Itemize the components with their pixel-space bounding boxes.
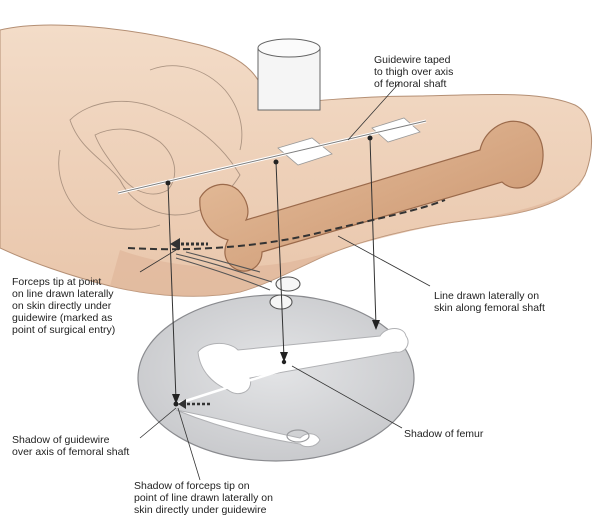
forceps [175, 251, 301, 310]
leader-lines [139, 81, 431, 481]
label-shadow-guidewire: Shadow of guidewire over axis of femoral… [12, 434, 129, 458]
forceps-shadow [175, 409, 321, 448]
label-shadow-femur: Shadow of femur [404, 428, 483, 440]
label-shadow-forceps: Shadow of forceps tip on point of line d… [134, 480, 273, 516]
label-line: guidewire (marked as [12, 312, 113, 324]
projection-lines [167, 137, 377, 401]
label-line: point of surgical entry) [12, 324, 116, 336]
skin-line-dashed [127, 199, 446, 251]
label-line: Shadow of guidewire [12, 434, 110, 446]
xray-source [257, 38, 321, 111]
label-line: on line drawn laterally [12, 288, 114, 300]
label-line: over axis of femoral shaft [12, 446, 130, 458]
proj-arrow-2 [280, 352, 288, 362]
proj-arrow-3 [372, 320, 380, 330]
label-line-drawn: Line drawn laterally on skin along femor… [434, 290, 545, 314]
skin-shading [110, 175, 585, 297]
label-line: to thigh over axis [374, 66, 454, 78]
forceps-shadow-ring [286, 429, 310, 443]
label-line: skin along femoral shaft [434, 302, 545, 314]
label-line: of femoral shaft [374, 78, 447, 90]
label-line: point of line drawn laterally on [134, 492, 273, 504]
guidewire-shadow [175, 338, 377, 406]
label-line: Guidewire taped [374, 54, 451, 66]
label-line: skin directly under guidewire [134, 504, 267, 516]
label-line: Forceps tip at point [12, 276, 102, 288]
proj-arrow-1 [172, 394, 180, 404]
label-line: on skin directly under [12, 300, 112, 312]
label-line: Shadow of femur [404, 428, 484, 440]
label-line: Shadow of forceps tip on [134, 480, 250, 492]
label-forceps-tip: Forceps tip at point on line drawn later… [12, 276, 115, 336]
label-line: Line drawn laterally on [434, 290, 540, 302]
label-guidewire-taped: Guidewire taped to thigh over axis of fe… [374, 54, 453, 90]
